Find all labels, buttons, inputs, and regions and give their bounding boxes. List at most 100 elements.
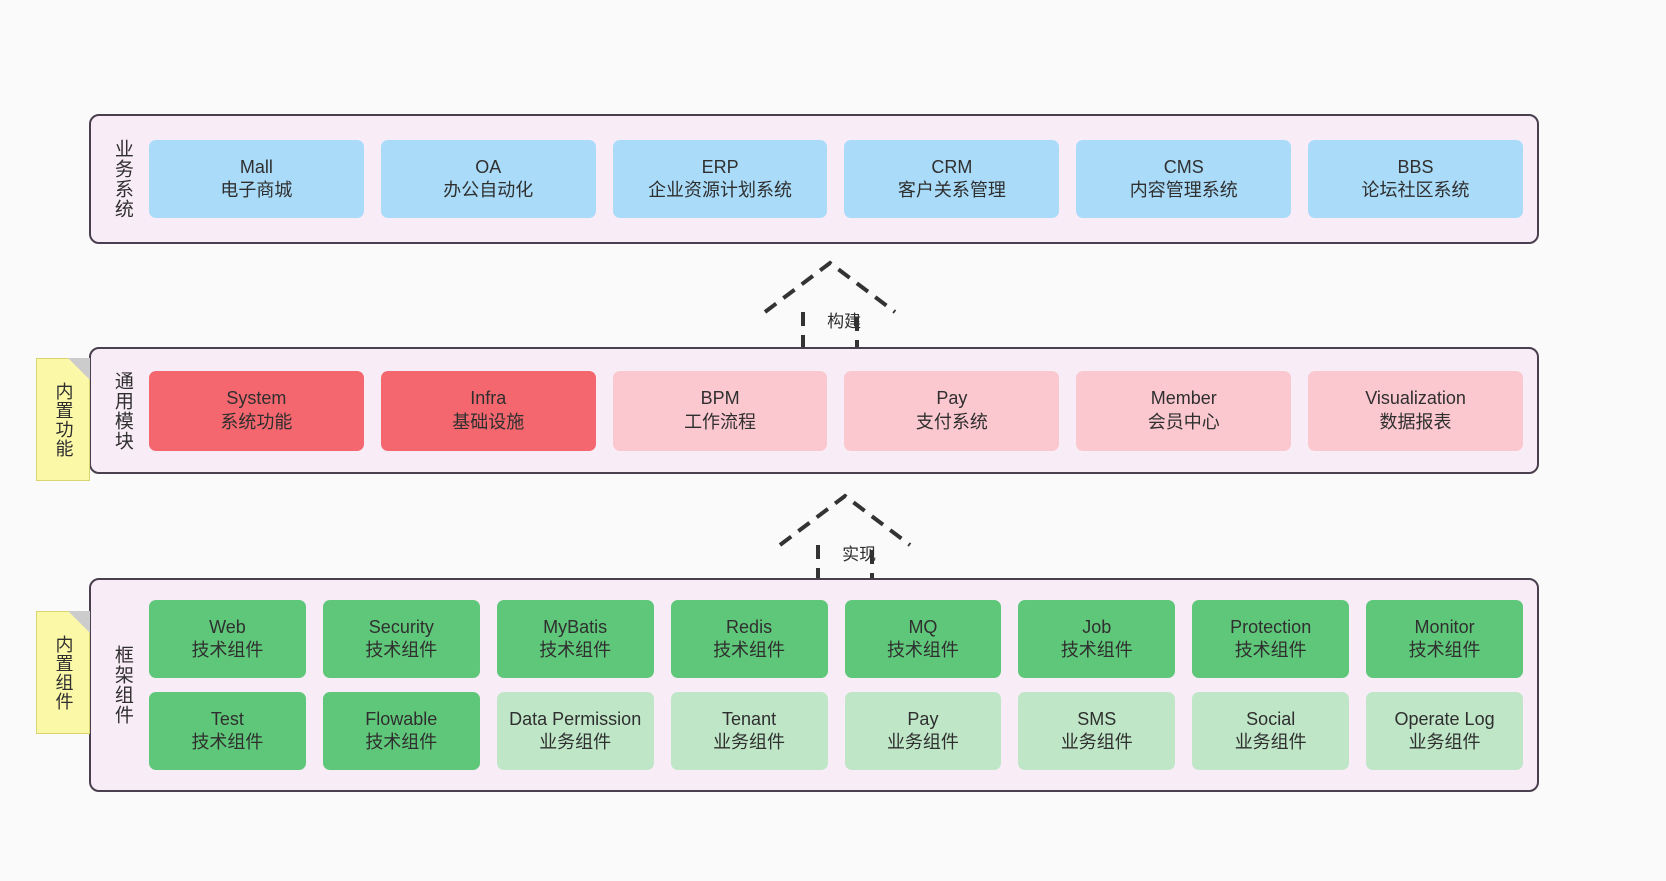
node-web[interactable]: Web 技术组件	[149, 600, 306, 678]
node-subtitle: 技术组件	[1234, 640, 1307, 660]
node-job[interactable]: Job 技术组件	[1018, 600, 1176, 678]
node-title: Job	[1082, 616, 1112, 637]
node-title: Security	[368, 616, 434, 637]
node-subtitle: 业务组件	[886, 732, 959, 752]
node-data-permission[interactable]: Data Permission 业务组件	[496, 692, 654, 770]
node-sms[interactable]: SMS 业务组件	[1018, 692, 1176, 770]
generalization-arrow-build: 构建	[755, 255, 925, 360]
node-cms[interactable]: CMS 内容管理系统	[1076, 140, 1292, 218]
node-title: MQ	[908, 616, 938, 637]
node-title: BBS	[1397, 156, 1434, 177]
node-infra[interactable]: Infra 基础设施	[380, 370, 596, 451]
node-mq[interactable]: MQ 技术组件	[844, 600, 1002, 678]
generalization-arrow-implement: 实现	[770, 488, 940, 593]
node-flowable[interactable]: Flowable 技术组件	[322, 692, 480, 770]
layer-body-common-modules: System 系统功能 Infra 基础设施 BPM 工作流程 Pay 支付系统…	[149, 357, 1523, 464]
node-title: BPM	[700, 388, 740, 409]
node-oa[interactable]: OA 办公自动化	[380, 140, 596, 218]
node-pay[interactable]: Pay 支付系统	[844, 370, 1060, 451]
node-title: CRM	[931, 156, 973, 177]
node-subtitle: 企业资源计划系统	[648, 180, 793, 200]
node-operate-log[interactable]: Operate Log 业务组件	[1366, 692, 1523, 770]
node-title: MyBatis	[543, 616, 608, 637]
node-subtitle: 工作流程	[684, 411, 757, 432]
layer-row: Mall 电子商城 OA 办公自动化 ERP 企业资源计划系统 CRM 客户关系…	[149, 140, 1523, 218]
node-title: Pay	[907, 708, 939, 729]
node-subtitle: 电子商城	[220, 180, 293, 200]
node-title: Data Permission	[509, 708, 642, 729]
arrow-label-build: 构建	[827, 312, 862, 331]
node-subtitle: 业务组件	[713, 732, 786, 752]
node-title: Flowable	[365, 708, 438, 729]
layer-body-business-systems: Mall 电子商城 OA 办公自动化 ERP 企业资源计划系统 CRM 客户关系…	[149, 124, 1523, 234]
node-social[interactable]: Social 业务组件	[1192, 692, 1350, 770]
node-subtitle: 技术组件	[1060, 640, 1133, 660]
node-title: Redis	[726, 616, 773, 637]
node-title: ERP	[701, 156, 739, 177]
node-title: Protection	[1230, 616, 1312, 637]
node-subtitle: 业务组件	[1060, 732, 1133, 752]
node-test[interactable]: Test 技术组件	[149, 692, 306, 770]
layer-label-business-systems: 业务系统	[111, 139, 133, 219]
node-subtitle: 技术组件	[713, 640, 786, 660]
layer-framework-components: 框架组件 Web 技术组件 Security 技术组件 MyBatis 技术组件…	[89, 578, 1539, 792]
node-subtitle: 客户关系管理	[897, 180, 1006, 200]
node-subtitle: 技术组件	[539, 640, 612, 660]
layer-row: Test 技术组件 Flowable 技术组件 Data Permission …	[149, 692, 1523, 770]
node-title: Tenant	[722, 708, 777, 729]
node-subtitle: 技术组件	[1408, 640, 1481, 660]
node-subtitle: 系统功能	[220, 411, 293, 432]
node-erp[interactable]: ERP 企业资源计划系统	[612, 140, 828, 218]
node-subtitle: 技术组件	[191, 732, 264, 752]
sticky-note-builtin-components: 内置组件	[36, 611, 90, 734]
node-subtitle: 业务组件	[1234, 732, 1307, 752]
arrow-label-implement: 实现	[842, 545, 877, 564]
node-subtitle: 论坛社区系统	[1361, 180, 1470, 200]
node-title: Member	[1150, 388, 1217, 409]
node-tenant[interactable]: Tenant 业务组件	[670, 692, 828, 770]
node-protection[interactable]: Protection 技术组件	[1192, 600, 1350, 678]
node-subtitle: 技术组件	[365, 732, 438, 752]
node-subtitle: 基础设施	[452, 411, 525, 432]
layer-business-systems: 业务系统 Mall 电子商城 OA 办公自动化 ERP 企业资源计划系统 CRM…	[89, 114, 1539, 244]
node-member[interactable]: Member 会员中心	[1076, 370, 1292, 451]
node-subtitle: 技术组件	[191, 640, 264, 660]
node-subtitle: 内容管理系统	[1129, 180, 1238, 200]
node-security[interactable]: Security 技术组件	[322, 600, 480, 678]
layer-common-modules: 通用模块 System 系统功能 Infra 基础设施 BPM 工作流程 Pay…	[89, 347, 1539, 474]
layer-row: Web 技术组件 Security 技术组件 MyBatis 技术组件 Redi…	[149, 600, 1523, 678]
node-title: CMS	[1163, 156, 1204, 177]
node-title: SMS	[1077, 708, 1117, 729]
node-subtitle: 技术组件	[365, 640, 438, 660]
node-title: Monitor	[1414, 616, 1475, 637]
node-title: Mall	[239, 156, 273, 177]
node-bbs[interactable]: BBS 论坛社区系统	[1308, 140, 1523, 218]
node-monitor[interactable]: Monitor 技术组件	[1366, 600, 1523, 678]
node-subtitle: 业务组件	[1408, 732, 1481, 752]
node-pay-component[interactable]: Pay 业务组件	[844, 692, 1002, 770]
node-title: Infra	[470, 388, 507, 409]
node-title: Social	[1246, 708, 1296, 729]
node-system[interactable]: System 系统功能	[149, 370, 364, 451]
node-subtitle: 技术组件	[886, 640, 959, 660]
sticky-note-builtin-functions: 内置功能	[36, 358, 90, 481]
node-crm[interactable]: CRM 客户关系管理	[844, 140, 1060, 218]
node-subtitle: 办公自动化	[443, 180, 534, 200]
layer-body-framework-components: Web 技术组件 Security 技术组件 MyBatis 技术组件 Redi…	[149, 588, 1523, 782]
node-mybatis[interactable]: MyBatis 技术组件	[496, 600, 654, 678]
node-title: Operate Log	[1394, 708, 1495, 729]
node-title: Visualization	[1365, 388, 1466, 409]
layer-row: System 系统功能 Infra 基础设施 BPM 工作流程 Pay 支付系统…	[149, 370, 1523, 451]
node-title: Web	[209, 616, 246, 637]
node-redis[interactable]: Redis 技术组件	[670, 600, 828, 678]
node-bpm[interactable]: BPM 工作流程	[612, 370, 828, 451]
node-mall[interactable]: Mall 电子商城	[149, 140, 364, 218]
node-title: Pay	[936, 388, 968, 409]
node-subtitle: 会员中心	[1147, 411, 1220, 432]
layer-label-framework-components: 框架组件	[111, 645, 133, 725]
node-visualization[interactable]: Visualization 数据报表	[1308, 370, 1523, 451]
layer-label-common-modules: 通用模块	[111, 370, 133, 451]
node-title: OA	[475, 156, 502, 177]
node-subtitle: 业务组件	[539, 732, 612, 752]
node-subtitle: 数据报表	[1379, 411, 1452, 432]
